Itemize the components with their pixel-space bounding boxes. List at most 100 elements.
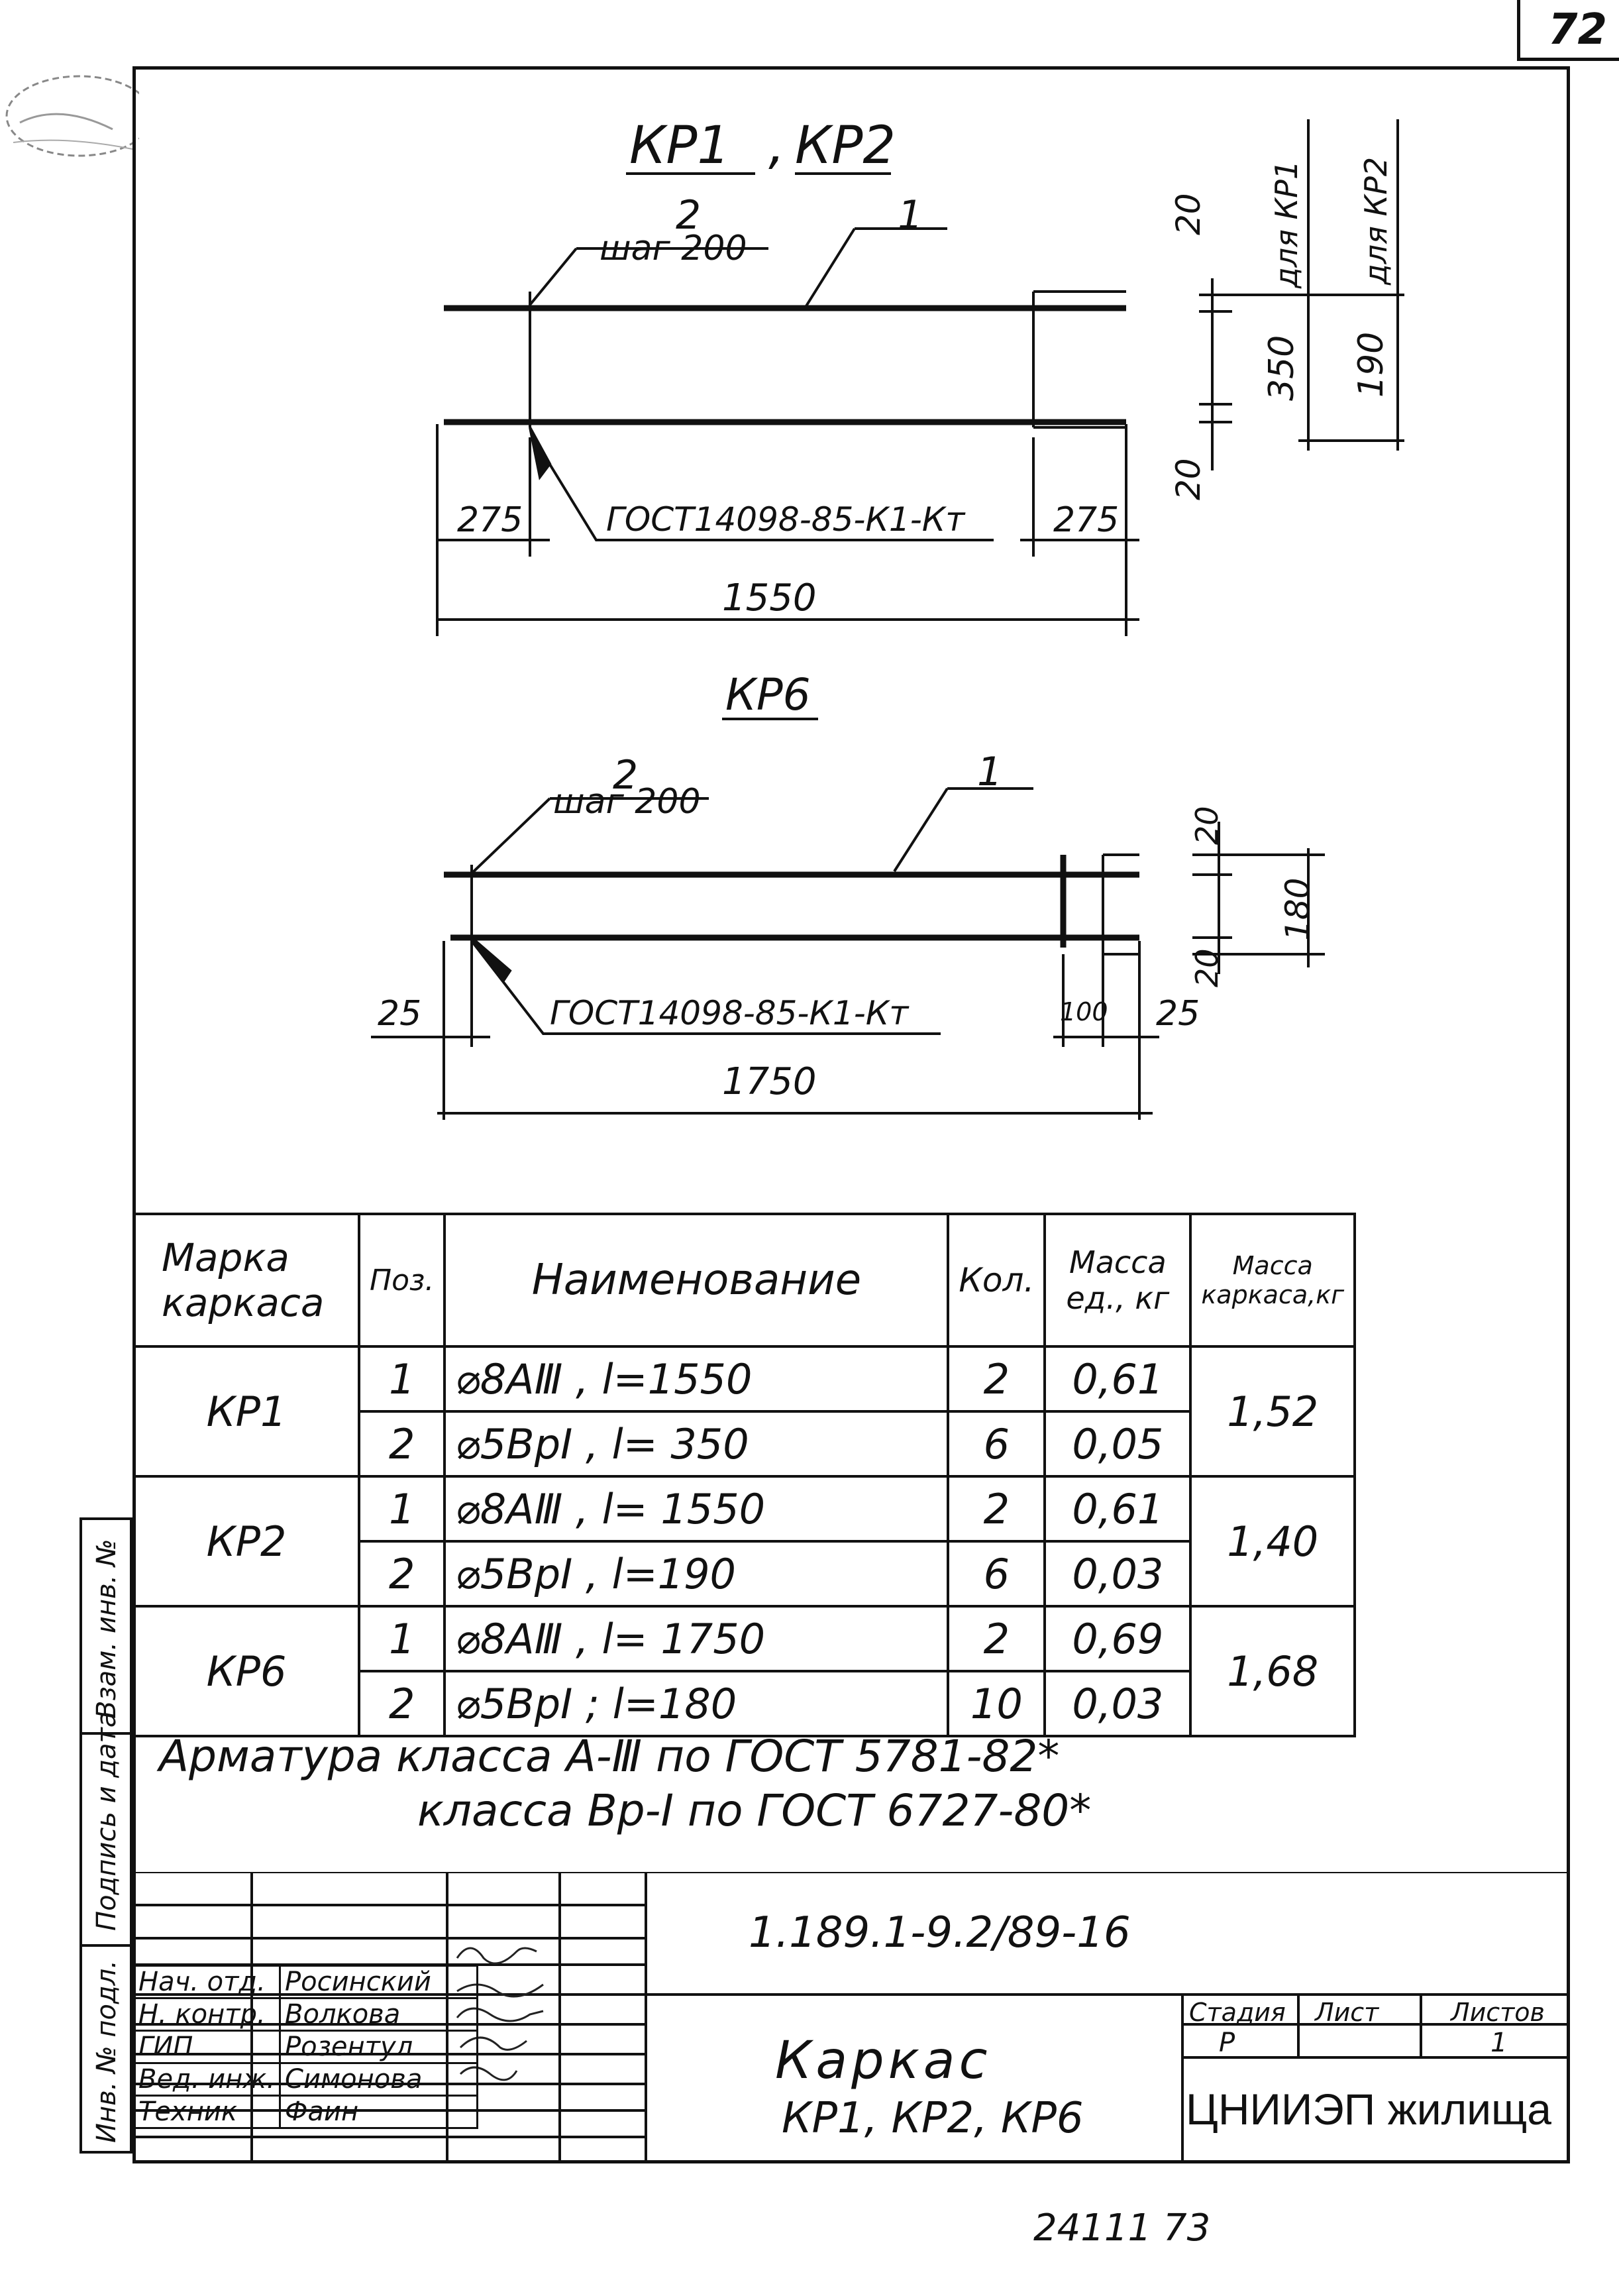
signature-row: Нач. отд. Росинский — [132, 1965, 479, 1999]
signature-role: Н. контр. — [132, 1997, 282, 2032]
label-for-kr1: для КР1 — [1269, 160, 1304, 288]
sheet-label: Лист — [1315, 1998, 1379, 2027]
signature-name: Фаин — [279, 2095, 479, 2129]
row-qty: 6 — [947, 1410, 1047, 1478]
signature-name: Симонова — [279, 2062, 479, 2097]
row-mass: 0,05 — [1043, 1410, 1192, 1478]
row-qty: 2 — [947, 1475, 1047, 1543]
sheets-value: 1 — [1490, 2028, 1508, 2058]
header-mass-unit: Масса ед., кг — [1043, 1213, 1192, 1348]
signature-table: Нач. отд. Росинский Н. контр. Волкова ГИ… — [132, 1965, 479, 2129]
table-row: 2 ⌀5ВрⅠ , l= 350 6 0,05 — [134, 1410, 1355, 1478]
dim-right: 275 — [1053, 500, 1120, 540]
row-mark: КР6 — [132, 1605, 360, 1737]
signature-name: Розентул — [279, 2030, 479, 2064]
header-mass-frame: Масса каркаса,кг — [1189, 1213, 1357, 1348]
binding-strip: Взам. инв. № Подпись и дата Инв. № подл. — [79, 1517, 132, 2154]
frame-kr6-drawing — [371, 718, 1325, 1120]
row-total: 1,52 — [1189, 1345, 1357, 1478]
row-mass: 0,03 — [1043, 1670, 1192, 1737]
stage-value: Р — [1219, 2028, 1235, 2058]
dim-100-kr6: 100 — [1060, 997, 1108, 1026]
signature-role: Техник — [132, 2095, 282, 2129]
drawing-title: Каркас — [775, 2031, 992, 2091]
label-for-kr2: для КР2 — [1358, 156, 1394, 285]
dim-right-kr6: 25 — [1156, 994, 1200, 1034]
row-name: ⌀8АⅢ , l=1550 — [443, 1345, 950, 1413]
gost-label: ГОСТ14098-85-К1-Кт — [606, 500, 965, 539]
signature-role: Вед. инж. — [132, 2062, 282, 2097]
title-block: Нач. отд. Росинский Н. контр. Волкова ГИ… — [132, 1872, 1570, 2163]
header-pos: Поз. — [357, 1213, 446, 1348]
dim-350: 350 — [1262, 335, 1302, 401]
note-line-2: класса Вр-Ⅰ по ГОСТ 6727-80* — [417, 1785, 1092, 1836]
title-separator: , — [768, 116, 785, 176]
row-qty: 2 — [947, 1605, 1047, 1672]
table-row: 2 ⌀5ВрⅠ , l=190 6 0,03 — [134, 1540, 1355, 1608]
title-kr1: КР1 — [629, 116, 731, 176]
signature-name: Росинский — [279, 1965, 479, 1999]
signature-row: ГИП Розентул — [132, 2030, 479, 2064]
row-mark: КР1 — [132, 1345, 360, 1478]
signature-row: Вед. инж. Симонова — [132, 2062, 479, 2097]
strip-label-replaced: Взам. инв. № — [91, 1539, 122, 1719]
title-kr6: КР6 — [725, 669, 811, 720]
row-name: ⌀5ВрⅠ ; l=180 — [443, 1670, 950, 1737]
position-1-label: 1 — [898, 192, 923, 239]
row-qty: 10 — [947, 1670, 1047, 1737]
footer-number: 24111 73 — [1033, 2207, 1211, 2250]
dim-180-kr6: 180 — [1279, 877, 1317, 941]
notes: Арматура класса А-Ⅲ по ГОСТ 5781-82* кла… — [159, 1729, 1091, 1838]
row-pos: 1 — [357, 1475, 446, 1543]
dim-total: 1550 — [722, 576, 817, 620]
stage-label: Стадия — [1189, 1998, 1286, 2027]
position-1-label-kr6: 1 — [977, 749, 1003, 795]
approval-stamp — [5, 75, 139, 157]
dim-left: 275 — [457, 500, 523, 540]
row-mass: 0,61 — [1043, 1475, 1192, 1543]
sheet-number-box: 72 — [1517, 0, 1619, 61]
drawing-frame — [132, 66, 1570, 2163]
position-2-label: 2 — [676, 192, 702, 239]
signature-name: Волкова — [279, 1997, 479, 2032]
row-mass: 0,03 — [1043, 1540, 1192, 1608]
row-mass: 0,69 — [1043, 1605, 1192, 1672]
table-header-row: Марка каркаса Поз. Наименование Кол. Мас… — [132, 1213, 1357, 1348]
dim-left-kr6: 25 — [378, 994, 422, 1034]
position-2-label-kr6: 2 — [613, 752, 639, 798]
header-name: Наименование — [443, 1213, 950, 1348]
signature-row: Н. контр. Волкова — [132, 1997, 479, 2032]
organization-name: ЦНИИЭП жилища — [1186, 2085, 1551, 2134]
row-pos: 2 — [357, 1410, 446, 1478]
signature-role: ГИП — [132, 2030, 282, 2064]
strip-label-inventory: Инв. № подл. — [91, 1960, 122, 2143]
strip-label-signature: Подпись и дата — [91, 1711, 122, 1931]
row-pos: 2 — [357, 1540, 446, 1608]
table-row: КР6 1 ⌀8АⅢ , l= 1750 2 0,69 1,68 — [132, 1605, 1357, 1737]
sheet-number: 72 — [1547, 5, 1607, 54]
sheets-label: Листов — [1451, 1998, 1545, 2027]
document-code: 1.189.1-9.2/89-16 — [749, 1908, 1131, 1957]
row-mark: КР2 — [132, 1475, 360, 1608]
row-qty: 6 — [947, 1540, 1047, 1608]
specification-table: Марка каркаса Поз. Наименование Кол. Мас… — [132, 1213, 1357, 1737]
step-label: шаг 200 — [600, 229, 747, 268]
frame-kr1-kr2-drawing — [436, 119, 1404, 636]
table-row: КР1 1 ⌀8АⅢ , l=1550 2 0,61 1,52 — [132, 1345, 1357, 1478]
row-pos: 2 — [357, 1670, 446, 1737]
row-name: ⌀8АⅢ , l= 1750 — [443, 1605, 950, 1672]
title-kr2: КР2 — [795, 116, 896, 176]
row-total: 1,40 — [1189, 1475, 1357, 1608]
signature-row: Техник Фаин — [132, 2095, 479, 2129]
drawing-subtitle: КР1, КР2, КР6 — [782, 2094, 1084, 2143]
row-mass: 0,61 — [1043, 1345, 1192, 1413]
dim-bottom-20: 20 — [1169, 458, 1208, 500]
dim-190: 190 — [1351, 331, 1391, 398]
step-label-kr6: шаг 200 — [553, 782, 701, 822]
note-line-1: Арматура класса А-Ⅲ по ГОСТ 5781-82* — [159, 1731, 1060, 1782]
row-qty: 2 — [947, 1345, 1047, 1413]
header-mark: Марка каркаса — [132, 1213, 360, 1348]
table-row: 2 ⌀5ВрⅠ ; l=180 10 0,03 — [134, 1670, 1355, 1737]
row-pos: 1 — [357, 1345, 446, 1413]
